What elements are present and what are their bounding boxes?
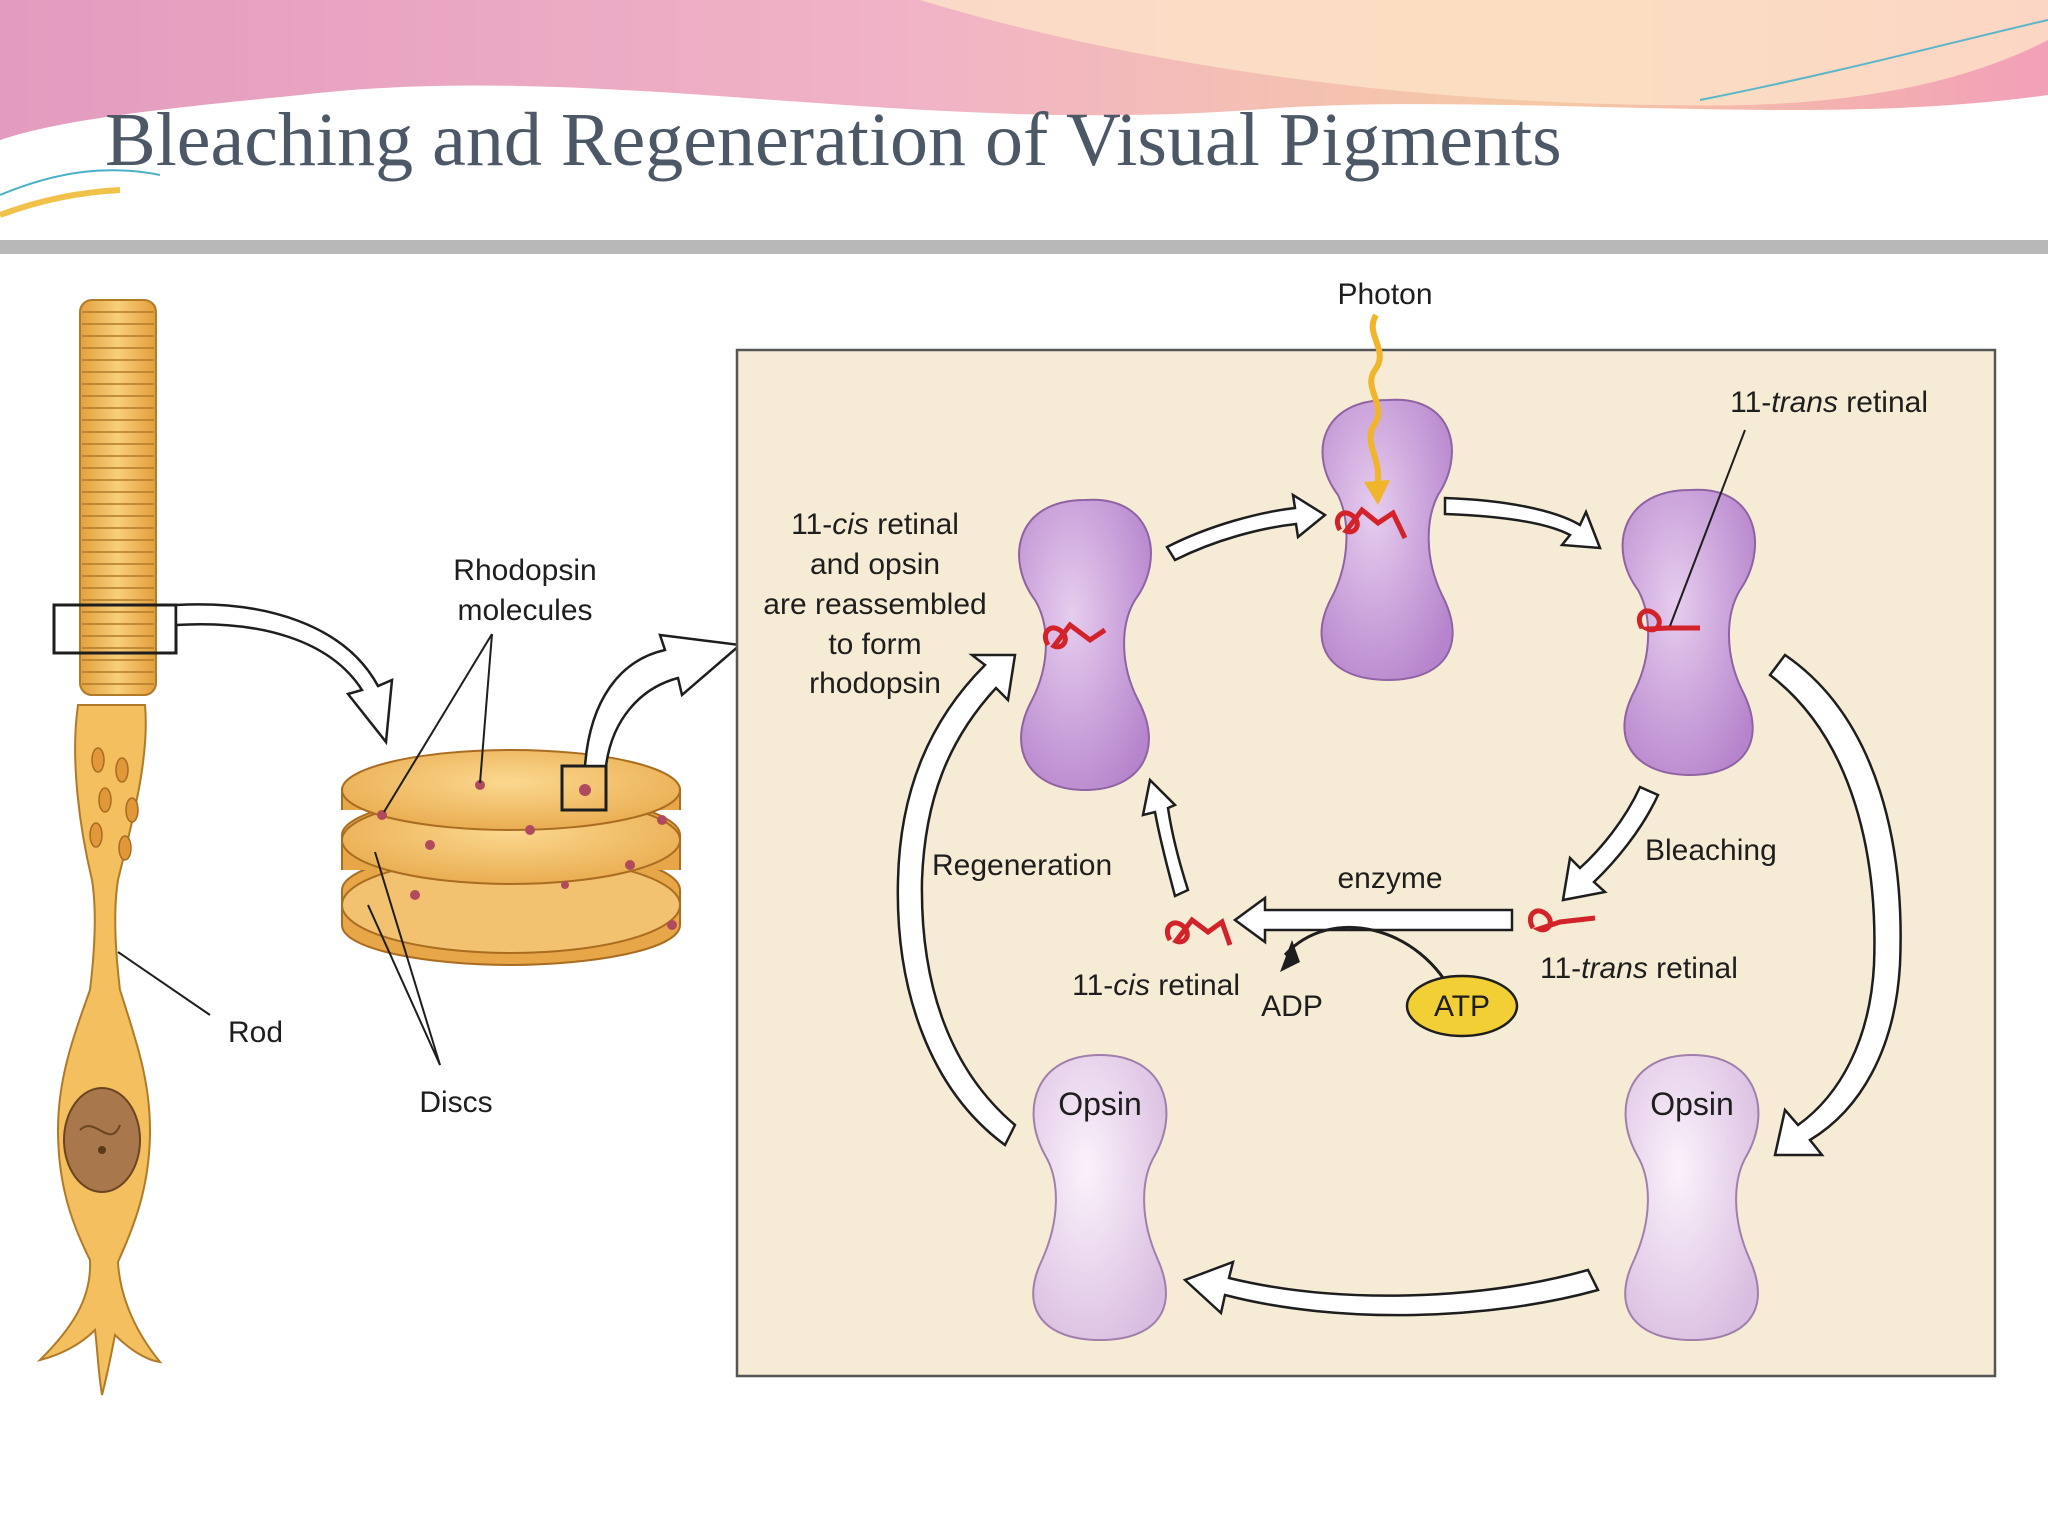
rod-cell [36, 299, 211, 1396]
rhodopsin-label-line2: molecules [457, 594, 592, 627]
opsin-right-label: Opsin [1650, 1086, 1734, 1122]
reassembly-line3: are reassembled [763, 588, 986, 621]
rod-label: Rod [228, 1016, 283, 1049]
bleaching-label: Bleaching [1645, 834, 1777, 867]
photon-arrowhead [1364, 480, 1390, 505]
rhodopsin-label-line1: Rhodopsin [453, 554, 596, 587]
cycle-arrows [896, 492, 1902, 1317]
opsin-left-label: Opsin [1058, 1086, 1142, 1122]
rod-to-disc-arrow [174, 603, 394, 746]
rod-zoom-box [52, 603, 178, 655]
rhodopsin-trans [1621, 429, 1757, 777]
atp-oval [1405, 974, 1519, 1038]
opsin-right [1624, 1053, 1760, 1342]
trans-retinal-bottom-label: 11-trans retinal [1540, 952, 1738, 985]
free-cis-retinal [1164, 916, 1233, 946]
rod-disc-stripes [82, 311, 154, 685]
discs-label: Discs [419, 1086, 492, 1119]
rhodopsin-cis [1018, 498, 1152, 792]
slide-title: Bleaching and Regeneration of Visual Pig… [105, 98, 1562, 182]
reassembly-line1: 11-cis retinal [791, 508, 959, 541]
photon-squiggle [1367, 313, 1383, 491]
disc-to-panel-arrow [583, 633, 743, 768]
reassembly-line4: to form [828, 628, 921, 661]
free-trans-retinal [1527, 908, 1596, 933]
opsin-left [1032, 1053, 1168, 1342]
header-banner [0, 0, 2048, 254]
disc-stack [341, 749, 681, 967]
rhodopsin-photon [1320, 398, 1454, 682]
cis-retinal-bottom-label: 11-cis retinal [1072, 969, 1240, 1002]
atp-label: ATP [1434, 990, 1490, 1023]
photon-label: Photon [1337, 278, 1432, 311]
reassembly-line5: rhodopsin [809, 667, 941, 700]
rod-nucleus [63, 1087, 141, 1193]
adp-label: ADP [1261, 990, 1323, 1023]
atp-adp-arrow [1283, 925, 1457, 999]
reassembly-line2: and opsin [810, 548, 940, 581]
disc-leader-lines [367, 633, 493, 1066]
enzyme-label: enzyme [1337, 862, 1442, 895]
regeneration-label: Regeneration [932, 849, 1112, 882]
trans-retinal-top-label: 11-trans retinal [1730, 386, 1928, 419]
